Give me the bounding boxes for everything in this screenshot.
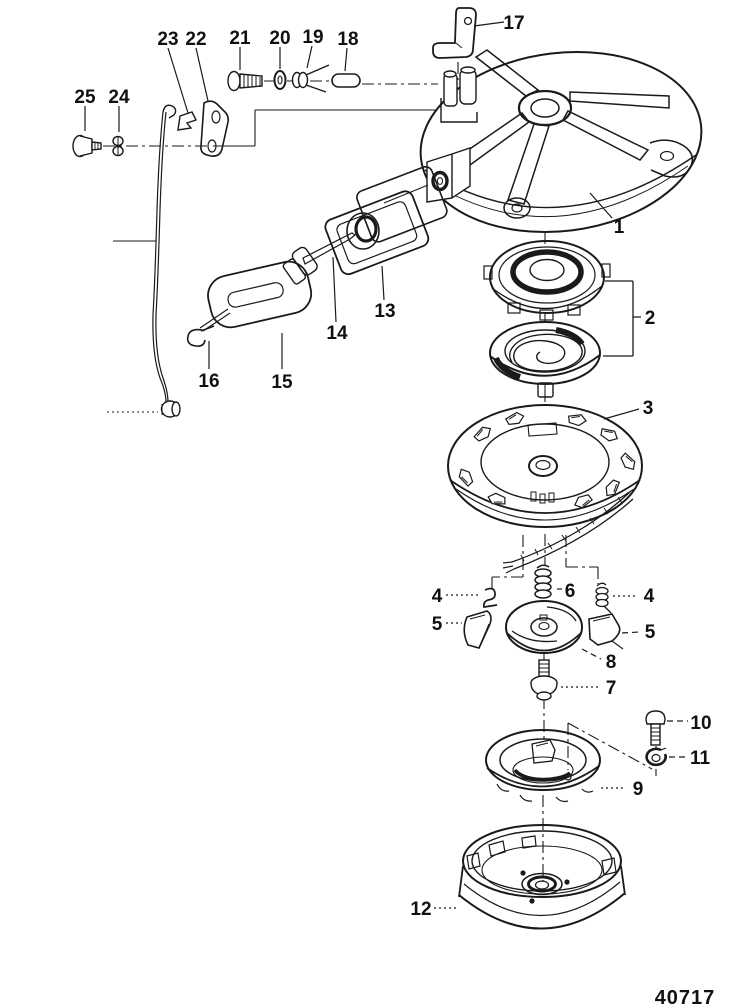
part-16-cable-clip [186,325,215,347]
part-1-starter-housing [383,49,703,233]
callout-22: 22 [185,29,206,50]
leader-17 [473,21,505,27]
part-24-clip [112,135,124,157]
assembly-centerlines [103,62,657,882]
callout-14: 14 [326,323,348,344]
housing-spoke [507,123,550,205]
part-12-flywheel [458,824,626,930]
part-25-knob-screw [72,134,102,158]
housing-center-ring [517,89,573,127]
part-14-cable-rod [302,232,357,265]
housing-rope-outlet [426,147,471,203]
leader-1 [589,192,613,219]
leader-22 [195,47,209,102]
housing-latch [440,66,478,123]
callout-21: 21 [229,28,251,49]
callout-4-left: 4 [432,586,443,607]
part-5-pawl-right [588,613,624,650]
part-17-lock-lever [432,7,477,59]
callout-12: 12 [410,899,431,920]
part-18-pin [331,73,361,88]
part-20-washer [273,70,287,90]
part-13-cover-plate [324,165,448,276]
part-15-starter-handle [199,246,318,332]
callout-7: 7 [606,678,617,699]
callout-9: 9 [633,779,644,800]
callout-4-right: 4 [644,586,655,607]
callout-18: 18 [337,29,358,50]
callout-labels: 17 23 22 21 20 19 18 25 24 1 2 3 13 14 1… [74,13,711,920]
callout-8: 8 [606,652,617,673]
callout-13: 13 [374,301,395,322]
leader-23 [167,47,189,114]
callout-2-bracket [603,280,641,357]
part-5-pawl-left [463,610,492,649]
callout-2: 2 [645,308,656,329]
part-22-bracket [200,100,229,157]
part-2-spring-cup [483,240,611,321]
rod-grommet [107,400,181,418]
part-2-recoil-spring [489,321,601,398]
part-3-pulley [447,404,643,528]
callout-11: 11 [690,748,711,769]
callout-15: 15 [271,372,293,393]
leader-19 [306,45,313,69]
callout-10: 10 [690,713,711,734]
callout-3: 3 [643,398,654,419]
part-23-clip [177,111,197,131]
leader-13 [381,265,385,301]
part-10-bolt [645,710,666,746]
part-7-bolt [530,659,558,701]
housing-mount-foot [503,197,531,219]
housing-spoke [569,91,670,109]
callout-24: 24 [108,87,130,108]
part-6-pawl-spring [534,564,552,599]
part-11-lock-washer [645,747,667,767]
part-4-spring-right [595,582,612,614]
callout-17: 17 [503,13,524,34]
leader-5-right [621,631,640,634]
leader-lines [84,21,688,909]
callout-6: 6 [565,581,576,602]
leader-8 [581,648,602,660]
part-4-pin-left [482,587,498,608]
callout-16: 16 [198,371,219,392]
callout-20: 20 [269,28,290,49]
callout-5-right: 5 [645,622,656,643]
callout-25: 25 [74,87,96,108]
housing-spoke [561,110,650,161]
callout-19: 19 [302,27,323,48]
part-21-screw [227,70,263,92]
leader-18 [344,47,348,72]
drawing-number: 40717 [655,987,716,1008]
housing-spoke [459,111,531,167]
leader-14 [332,256,337,323]
part-19-torsion-spring [291,64,330,93]
housing-mount-lug [649,139,694,178]
leader-3 [603,408,640,420]
callout-23: 23 [157,29,178,50]
callout-5-left: 5 [432,614,443,635]
callout-1: 1 [614,217,625,238]
starter-rope [502,491,634,574]
part-8-retainer [505,600,583,654]
link-rod [113,104,177,403]
part-9-starter-cup [485,729,601,803]
